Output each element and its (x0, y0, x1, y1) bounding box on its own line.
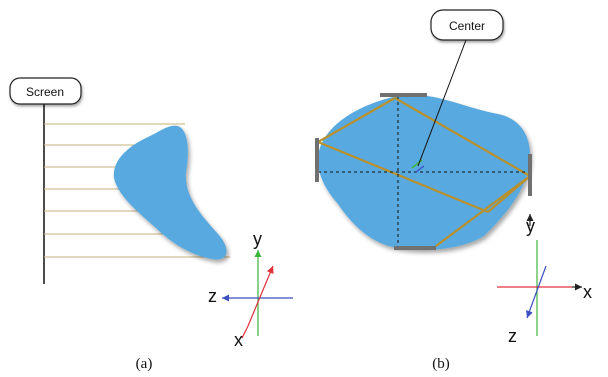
axis-label-y: y (526, 216, 535, 236)
screen-callout: Screen (9, 77, 82, 105)
axis-label-y: y (253, 229, 262, 249)
axes-b: y x z (497, 214, 592, 346)
caption-b: (b) (432, 356, 450, 372)
bounding-box (317, 97, 531, 247)
axis-label-z: z (508, 326, 517, 346)
axis-label-x: x (583, 282, 592, 302)
object-blob (318, 94, 531, 250)
object-blob (113, 125, 227, 260)
panel-a: Screen y z x (a) (9, 77, 293, 372)
bbox-edge (394, 97, 531, 177)
center-tick (411, 159, 423, 169)
callout-box (9, 77, 82, 105)
callout-box (430, 9, 504, 41)
center-tick (415, 165, 425, 173)
axes-a: y z x (208, 229, 293, 350)
bbox-edge (317, 140, 489, 214)
extent-brackets (315, 93, 532, 250)
axis-label-x: x (234, 330, 243, 350)
axis-label-z: z (208, 286, 217, 306)
callout-leader (417, 39, 467, 167)
callout-label: Center (449, 19, 485, 33)
panel-b: Center y x z (b) (315, 9, 592, 372)
caption-a: (a) (136, 356, 153, 372)
bbox-edge (317, 97, 396, 143)
callout-label: Screen (26, 85, 64, 99)
projection-lines (44, 123, 230, 258)
axis-z-line (526, 265, 547, 319)
axis-x-tail (241, 325, 249, 339)
dashed-guides (318, 96, 530, 248)
center-callout: Center (417, 9, 504, 167)
bbox-edge (435, 175, 531, 247)
center-marker (411, 159, 425, 173)
axis-x-line (247, 265, 274, 327)
